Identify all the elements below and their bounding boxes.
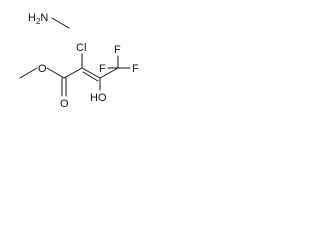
ester-oxygen: O bbox=[38, 63, 47, 75]
hydroxyl: HO bbox=[90, 92, 107, 104]
methyl-o-bond bbox=[19, 67, 38, 79]
c1-c2-bond bbox=[63, 67, 83, 79]
methylamine: H2N bbox=[28, 12, 70, 29]
ester-molecule: O O Cl HO F F F bbox=[19, 42, 139, 110]
fluorine-left: F bbox=[99, 63, 106, 75]
chlorine: Cl bbox=[76, 42, 86, 54]
c2-c3-double-bond-1 bbox=[81, 67, 101, 79]
structure-canvas: H2N O O Cl HO F F F bbox=[19, 12, 139, 110]
c2-c3-double-bond-2 bbox=[82, 71, 99, 82]
amine-methyl-bond bbox=[51, 17, 70, 29]
c3-cf3-bond bbox=[99, 67, 119, 79]
fluorine-top: F bbox=[114, 44, 121, 56]
o-carbonyl-bond bbox=[46, 67, 65, 79]
fluorine-right: F bbox=[132, 63, 139, 75]
carbonyl-oxygen: O bbox=[60, 98, 69, 110]
amine-label: H2N bbox=[28, 12, 48, 26]
